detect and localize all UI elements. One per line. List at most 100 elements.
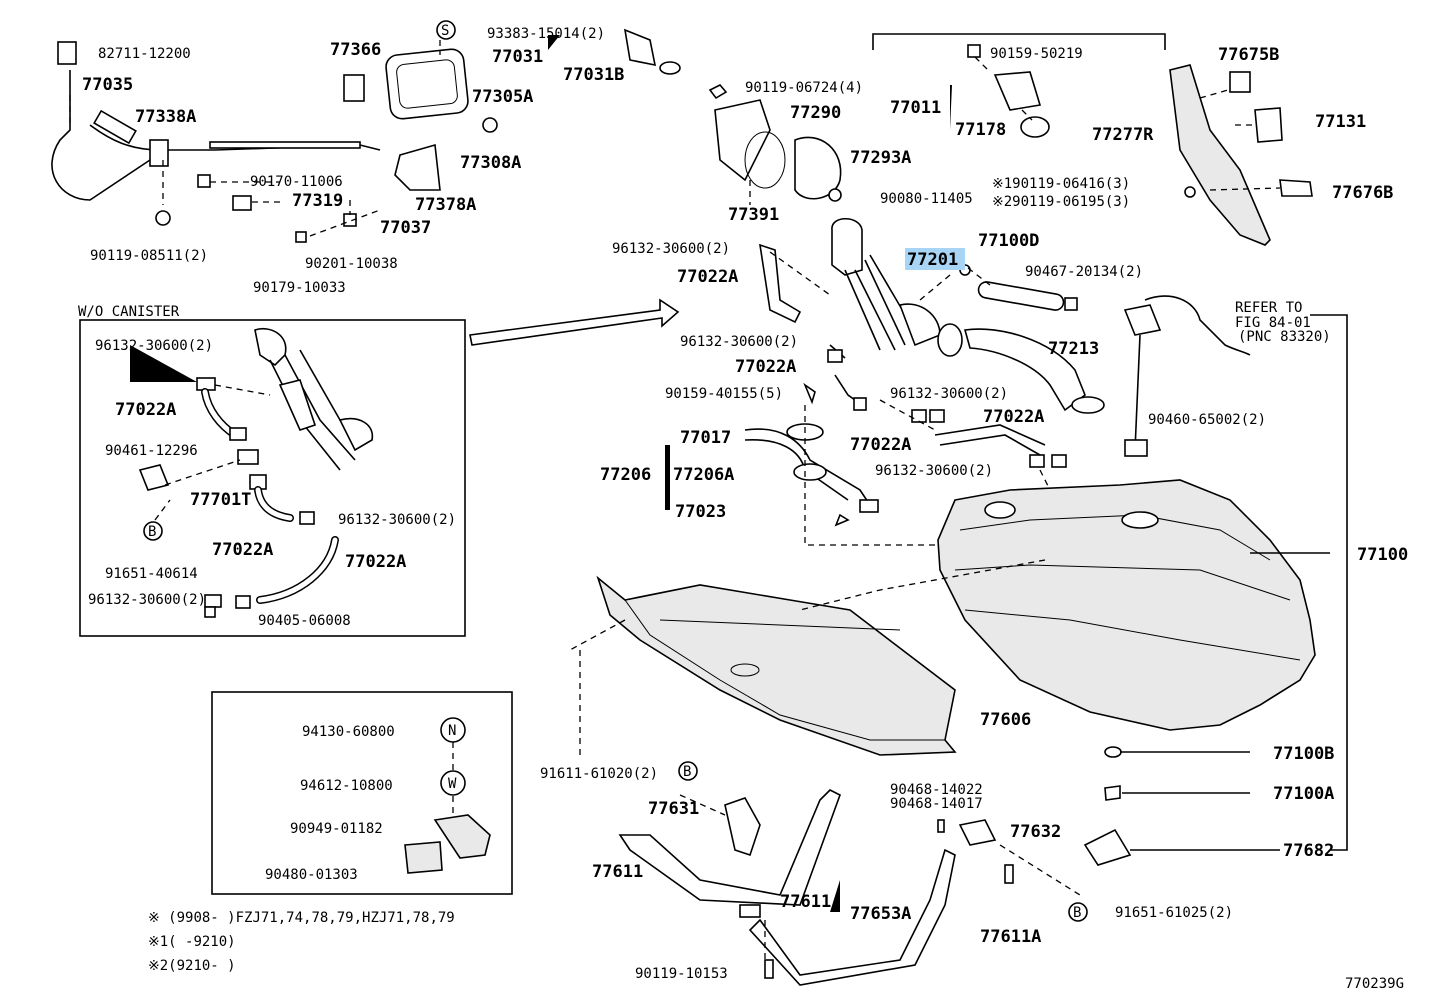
label-90159-50219: 90159-50219 <box>990 46 1083 62</box>
label-190119-06416: ※190119-06416(3) <box>992 176 1130 192</box>
label-77366: 77366 <box>330 40 381 60</box>
label-wo-77022a-1: 77022A <box>115 400 176 420</box>
label-77675b: 77675B <box>1218 45 1279 65</box>
label-wo-90405-06008: 90405-06008 <box>258 613 351 629</box>
label-77606: 77606 <box>980 710 1031 730</box>
label-90159-40155: 90159-40155(5) <box>665 386 783 402</box>
label-77308a: 77308A <box>460 153 521 173</box>
fuel-cap <box>623 28 681 75</box>
label-90480-01303: 90480-01303 <box>265 867 358 883</box>
label-wo-77022a-3: 77022A <box>345 552 406 572</box>
label-77178: 77178 <box>955 120 1006 140</box>
label-77022a-c: 77022A <box>983 407 1044 427</box>
label-77611-a: 77611 <box>592 862 643 882</box>
label-77277r: 77277R <box>1092 125 1154 145</box>
label-77682: 77682 <box>1283 841 1334 861</box>
label-77023: 77023 <box>675 502 726 522</box>
label-wo-96132-30600-2: 96132-30600(2) <box>338 512 456 528</box>
label-wo-77022a-2: 77022A <box>212 540 273 560</box>
label-90179-10033: 90179-10033 <box>253 280 346 296</box>
fuel-door-cable <box>51 41 381 243</box>
wo-canister-detail <box>138 328 374 618</box>
label-77676b: 77676B <box>1332 183 1393 203</box>
label-94130-60800: 94130-60800 <box>302 724 395 740</box>
label-77319: 77319 <box>292 191 343 211</box>
label-77305a: 77305A <box>472 87 533 107</box>
label-77213: 77213 <box>1048 339 1099 359</box>
label-77378a: 77378A <box>415 195 476 215</box>
wo-canister-box <box>79 319 466 637</box>
fuel-sender <box>1123 295 1251 457</box>
symbol-b-1 <box>143 521 163 541</box>
main-tank-bracket <box>1310 314 1348 851</box>
label-90460-65002: 90460-65002(2) <box>1148 412 1266 428</box>
label-wo-91651-40614: 91651-40614 <box>105 566 198 582</box>
label-93383-15014: 93383-15014(2) <box>487 26 605 42</box>
label-77611-b: 77611 <box>780 892 831 912</box>
label-77290: 77290 <box>790 103 841 123</box>
label-90201-10038: 90201-10038 <box>305 256 398 272</box>
footnote-1: ※ (9908- )FZJ71,74,78,79,HZJ71,78,79 <box>148 910 455 926</box>
label-90468-14022: 90468-14022 <box>890 782 983 798</box>
label-77031b: 77031B <box>563 65 624 85</box>
label-77017: 77017 <box>680 428 731 448</box>
label-wo-77701t: 77701T <box>190 490 251 510</box>
fuel-tank <box>937 479 1316 731</box>
top-bracket <box>872 33 1166 50</box>
label-77022a-a: 77022A <box>677 267 738 287</box>
label-90170-11006: 90170-11006 <box>250 174 343 190</box>
label-91611-61020: 91611-61020(2) <box>540 766 658 782</box>
fuel-lines <box>744 344 1067 527</box>
tank-small-parts <box>1083 746 1132 866</box>
label-82711-12200: 82711-12200 <box>98 46 191 62</box>
label-90467-20134: 90467-20134(2) <box>1025 264 1143 280</box>
label-77100d: 77100D <box>978 231 1039 251</box>
symbol-b-3-text: B <box>1073 905 1081 921</box>
label-wo-96132-30600-1: 96132-30600(2) <box>95 338 213 354</box>
tank-protector-plate <box>596 575 957 756</box>
label-wo-96132-30600-3: 96132-30600(2) <box>88 592 206 608</box>
label-77100: 77100 <box>1357 545 1408 565</box>
refer-line-2: FIG 84-01 <box>1235 315 1311 331</box>
label-290119-06195: ※290119-06195(3) <box>992 194 1130 210</box>
hardware-parts <box>404 814 491 874</box>
label-96132-30600-b: 96132-30600(2) <box>680 334 798 350</box>
symbol-b-3 <box>1068 902 1088 922</box>
label-77100b: 77100B <box>1273 744 1334 764</box>
label-77391: 77391 <box>728 205 779 225</box>
label-77632: 77632 <box>1010 822 1061 842</box>
label-96132-30600-a: 96132-30600(2) <box>612 241 730 257</box>
refer-line-3: (PNC 83320) <box>1238 329 1331 345</box>
label-77206a: 77206A <box>673 465 734 485</box>
refer-line-1: REFER TO <box>1235 300 1302 316</box>
label-77031: 77031 <box>492 47 543 67</box>
label-77131: 77131 <box>1315 112 1366 132</box>
label-77611a: 77611A <box>980 927 1041 947</box>
fuel-door <box>343 48 498 191</box>
symbol-b-1-text: B <box>148 524 156 540</box>
label-90080-11405: 90080-11405 <box>880 191 973 207</box>
label-96132-30600-c: 96132-30600(2) <box>890 386 1008 402</box>
label-77011: 77011 <box>890 98 941 118</box>
hardware-box <box>211 691 513 895</box>
footnote-2: ※1( -9210) <box>148 934 236 950</box>
label-77201: 77201 <box>907 250 958 270</box>
label-77653a: 77653A <box>850 904 911 924</box>
symbol-s-text: S <box>441 23 449 39</box>
highlight-77201 <box>905 248 965 270</box>
diagram-id: 770239G <box>1345 976 1404 992</box>
label-77022a-d: 77022A <box>850 435 911 455</box>
label-77338a: 77338A <box>135 107 196 127</box>
label-90119-06724: 90119-06724(4) <box>745 80 863 96</box>
symbol-w-text: W <box>448 776 457 792</box>
label-91651-61025: 91651-61025(2) <box>1115 905 1233 921</box>
symbol-s <box>436 20 456 40</box>
label-77037: 77037 <box>380 218 431 238</box>
label-77631: 77631 <box>648 799 699 819</box>
vent-valve-parts <box>967 44 1050 138</box>
label-96132-30600-d: 96132-30600(2) <box>875 463 993 479</box>
symbol-b-2-text: B <box>683 764 691 780</box>
label-94612-10800: 94612-10800 <box>300 778 393 794</box>
